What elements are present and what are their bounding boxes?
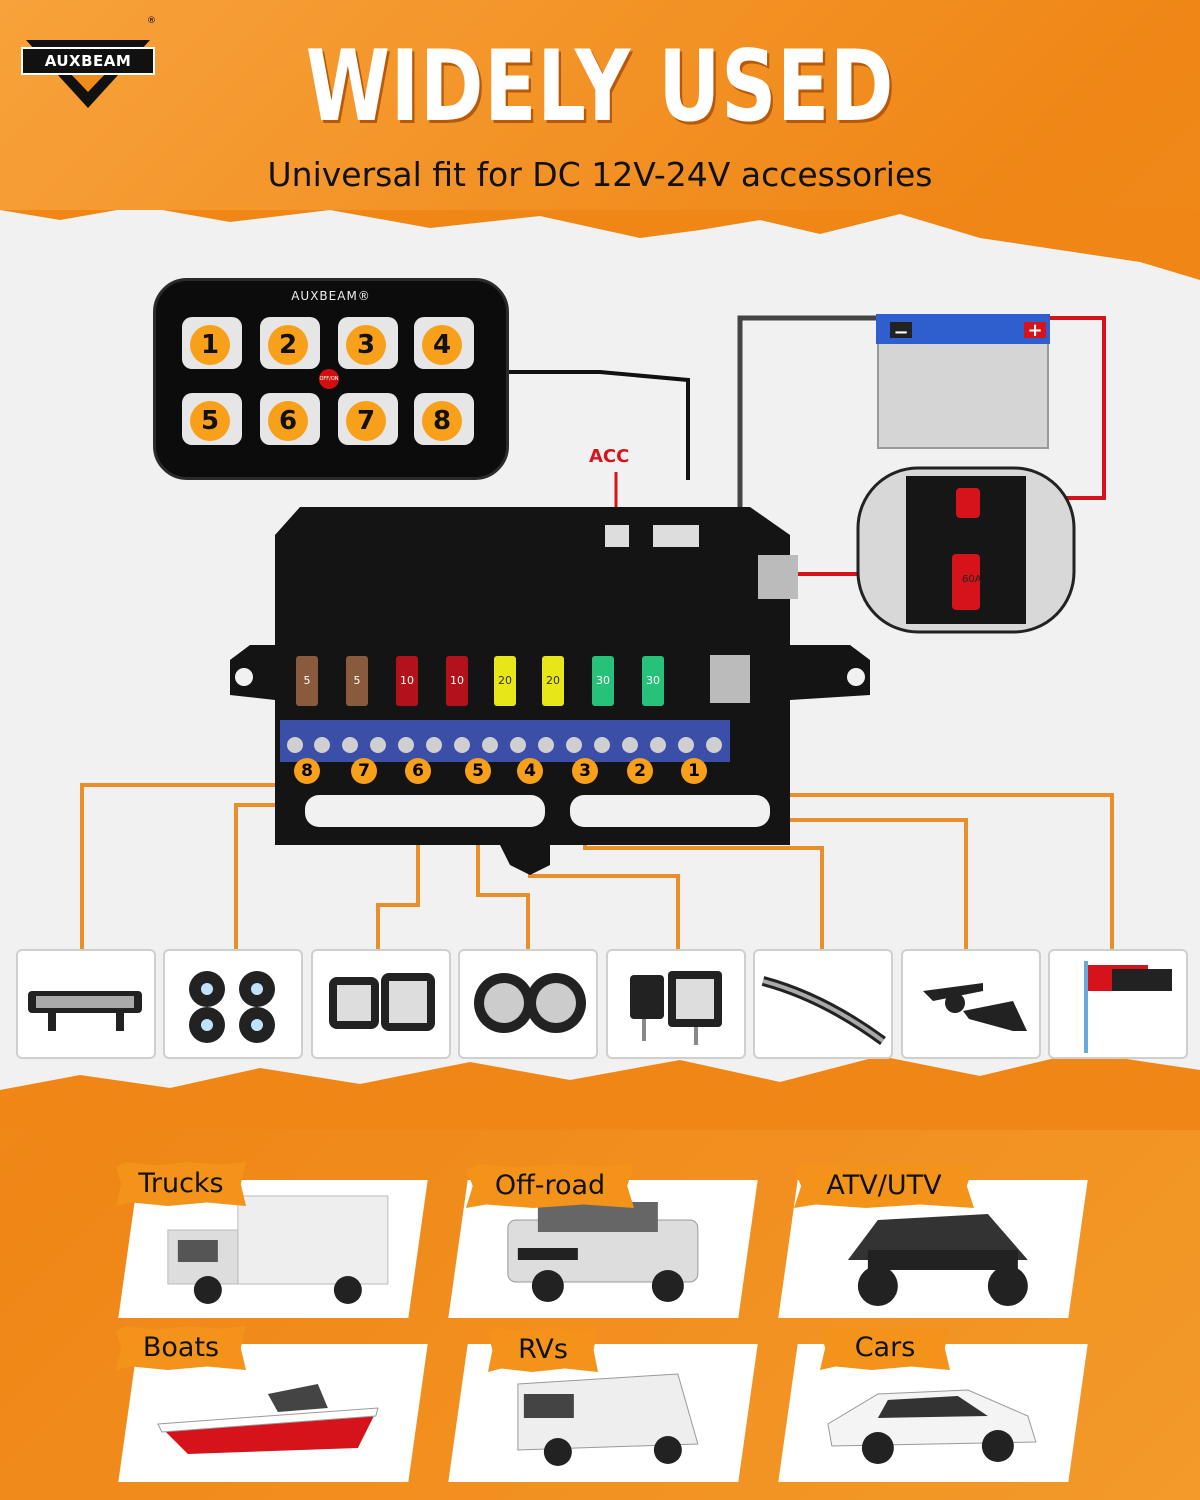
switch-button-5[interactable]: 5 xyxy=(182,393,242,445)
terminal-label-6: 6 xyxy=(405,758,431,784)
vehicle-label-trucks: Trucks xyxy=(116,1162,246,1206)
breaker-rating: 60A xyxy=(962,574,982,585)
battery-icon xyxy=(876,314,1050,449)
battery-positive: + xyxy=(1027,320,1043,341)
fuse-2: 5 xyxy=(346,656,368,706)
switch-button-7[interactable]: 7 xyxy=(338,393,398,445)
vehicle-card-atv-utv xyxy=(778,1180,1088,1318)
switch-button-1[interactable]: 1 xyxy=(182,317,242,369)
registered-mark: ® xyxy=(147,16,156,26)
switch-number: 5 xyxy=(190,401,230,441)
air-horn-icon xyxy=(901,949,1041,1059)
switch-number: 6 xyxy=(268,401,308,441)
acc-label: ACC xyxy=(589,446,630,467)
switch-button-4[interactable]: 4 xyxy=(414,317,474,369)
terminal-label-1: 1 xyxy=(681,758,707,784)
mount-slot xyxy=(305,795,545,827)
switch-number: 4 xyxy=(422,325,462,365)
utv-icon xyxy=(847,1214,1028,1306)
light-bar-short-icon xyxy=(16,949,156,1059)
switch-button-3[interactable]: 3 xyxy=(338,317,398,369)
vehicle-card-off-road xyxy=(448,1180,758,1318)
acc-connector xyxy=(605,525,629,547)
terminal-label-2: 2 xyxy=(627,758,653,784)
switch-button-6[interactable]: 6 xyxy=(260,393,320,445)
vehicle-card-rvs xyxy=(448,1344,758,1482)
rock-lights-icon xyxy=(163,949,303,1059)
panel-brand: AUXBEAM® xyxy=(291,289,371,303)
pod-lights-icon xyxy=(606,949,746,1059)
terminal-label-5: 5 xyxy=(465,758,491,784)
positive-wire xyxy=(1040,316,1106,500)
whip-flag-icon xyxy=(1048,949,1188,1059)
truck-icon xyxy=(167,1195,389,1304)
ground-stud xyxy=(710,655,750,703)
page-title: WIDELY USED xyxy=(305,30,895,144)
boat-icon xyxy=(157,1384,379,1454)
fuse-5: 20 xyxy=(494,656,516,706)
control-cable xyxy=(500,370,690,480)
fuse-6: 20 xyxy=(542,656,564,706)
panel-connector xyxy=(653,525,699,547)
van-icon xyxy=(517,1373,699,1466)
switch-number: 7 xyxy=(346,401,386,441)
terminal-label-7: 7 xyxy=(351,758,377,784)
terminal-label-3: 3 xyxy=(572,758,598,784)
terminal-label-4: 4 xyxy=(517,758,543,784)
fuse-4: 10 xyxy=(446,656,468,706)
round-lights-icon xyxy=(458,949,598,1059)
car-icon xyxy=(827,1389,1037,1464)
vehicle-label-boats: Boats xyxy=(116,1326,246,1370)
page-subtitle: Universal fit for DC 12V-24V accessories xyxy=(267,155,933,194)
circuit-breaker-icon xyxy=(856,466,1076,634)
terminal-label-8: 8 xyxy=(294,758,320,784)
cube-lights-icon xyxy=(311,949,451,1059)
fuse-1: 5 xyxy=(296,656,318,706)
switch-number: 8 xyxy=(422,401,462,441)
auxbeam-logo: AUXBEAM ® xyxy=(18,16,158,110)
power-button[interactable]: OFF/ON xyxy=(319,369,339,389)
switch-number: 3 xyxy=(346,325,386,365)
switch-button-2[interactable]: 2 xyxy=(260,317,320,369)
vehicle-label-rvs: RVs xyxy=(488,1328,598,1372)
vehicle-card-trucks xyxy=(118,1180,428,1318)
fuse-3: 10 xyxy=(396,656,418,706)
power-stud xyxy=(758,555,798,599)
switch-number: 2 xyxy=(268,325,308,365)
switch-panel: AUXBEAM® 1 2 3 4 5 6 7 8 OFF/ON xyxy=(153,278,509,480)
vehicle-label-off-road: Off-road xyxy=(466,1164,634,1208)
fuse-7: 30 xyxy=(592,656,614,706)
switch-button-8[interactable]: 8 xyxy=(414,393,474,445)
battery-negative: − xyxy=(893,322,909,343)
vehicle-label-atv-utv: ATV/UTV xyxy=(794,1164,974,1208)
curved-light-bar-icon xyxy=(753,949,893,1059)
logo-triangle-icon xyxy=(21,40,155,108)
torn-paper-edges xyxy=(0,210,1200,1130)
vehicle-card-boats xyxy=(118,1344,428,1482)
vehicle-card-cars xyxy=(778,1344,1088,1482)
suv-icon xyxy=(507,1202,699,1302)
vehicle-label-cars: Cars xyxy=(820,1326,950,1370)
logo-text: AUXBEAM xyxy=(44,52,132,70)
fuse-8: 30 xyxy=(642,656,664,706)
mount-slot xyxy=(570,795,770,827)
switch-number: 1 xyxy=(190,325,230,365)
